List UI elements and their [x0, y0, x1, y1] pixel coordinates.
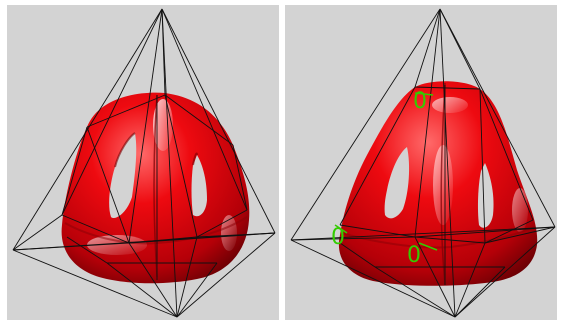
left-panel-graphic	[12, 8, 276, 318]
surface-seam	[153, 94, 158, 278]
control-net	[290, 8, 556, 318]
surface-lower-rim	[340, 226, 536, 249]
right-panel-graphic	[290, 8, 556, 318]
surface-highlight-3	[221, 215, 237, 251]
marker-strokes	[334, 92, 438, 251]
left-panel	[7, 5, 279, 320]
right-panel: 0 0 0	[285, 5, 557, 320]
surface-hole-left	[109, 133, 137, 219]
surface-hole-right	[191, 155, 207, 217]
marker-label-left: 0	[331, 225, 345, 250]
surface-seam	[440, 82, 446, 286]
surface-highlight	[432, 97, 468, 113]
surface-highlight-2	[87, 235, 147, 255]
surface-hole-right	[477, 163, 494, 228]
surface-hole-left	[384, 147, 410, 219]
hole-rim-shade	[114, 132, 198, 168]
control-net	[12, 8, 276, 318]
surface-highlight-3	[512, 188, 528, 232]
marker-label-bottom: 0	[407, 243, 421, 268]
marker-label-top: 0	[413, 89, 427, 114]
